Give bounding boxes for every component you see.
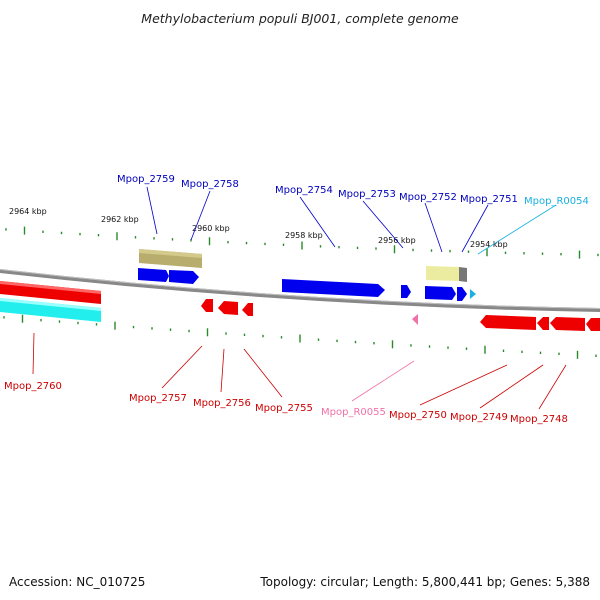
cds-mpop-2749: [537, 317, 549, 330]
cds-mpop-2753: [401, 285, 411, 298]
scale-label-2960: 2960 kbp: [192, 224, 230, 233]
trna-mpop-r0055: [412, 314, 418, 325]
label-mpop-2756[interactable]: Mpop_2756: [193, 398, 251, 409]
gene-labels-forward: Mpop_2759 Mpop_2758 Mpop_2754 Mpop_2753 …: [117, 174, 589, 207]
misc-feature-2759: [139, 249, 202, 268]
genome-title: Methylobacterium populi BJ001, complete …: [141, 11, 459, 26]
label-mpop-2748[interactable]: Mpop_2748: [510, 414, 568, 425]
cds-mpop-2759: [138, 268, 169, 282]
cds-mpop-2751: [457, 287, 467, 301]
scale-label-2958: 2958 kbp: [285, 231, 323, 240]
label-mpop-2749[interactable]: Mpop_2749: [450, 412, 508, 423]
label-mpop-2752[interactable]: Mpop_2752: [399, 192, 457, 203]
label-mpop-2760[interactable]: Mpop_2760: [4, 381, 62, 392]
label-mpop-2751[interactable]: Mpop_2751: [460, 194, 518, 205]
genome-backbone: [0, 269, 600, 312]
cds-mpop-2747: [586, 318, 600, 331]
cds-mpop-2760: [0, 281, 101, 304]
leader-lines: [32, 186, 567, 410]
cds-mpop-2750: [480, 315, 536, 330]
accession-text: Accession: NC_010725: [9, 575, 145, 589]
scale-ticks: [3, 226, 599, 359]
label-mpop-2758[interactable]: Mpop_2758: [181, 179, 239, 190]
cds-mpop-2754: [282, 279, 385, 297]
cds-mpop-2756: [218, 301, 238, 315]
cds-mpop-2757: [201, 299, 213, 312]
reverse-cds-features: [0, 281, 600, 331]
scale-labels: 2964 kbp 2962 kbp 2960 kbp 2958 kbp 2956…: [9, 207, 508, 249]
label-mpop-r0055[interactable]: Mpop_R0055: [321, 407, 386, 418]
misc-feature-2752: [426, 266, 467, 282]
scale-label-2962: 2962 kbp: [101, 215, 139, 224]
label-mpop-2750[interactable]: Mpop_2750: [389, 410, 447, 421]
scale-label-2954: 2954 kbp: [470, 240, 508, 249]
cds-mpop-2752: [425, 286, 456, 300]
rrna-cyan-2760: [0, 298, 101, 322]
summary-text: Topology: circular; Length: 5,800,441 bp…: [259, 575, 590, 589]
label-mpop-2753[interactable]: Mpop_2753: [338, 189, 396, 200]
forward-cds-features: [138, 268, 476, 301]
gene-labels-reverse: Mpop_2760 Mpop_2757 Mpop_2756 Mpop_2755 …: [4, 381, 568, 425]
label-mpop-2759[interactable]: Mpop_2759: [117, 174, 175, 185]
scale-label-2964: 2964 kbp: [9, 207, 47, 216]
cds-mpop-2748: [550, 317, 585, 331]
label-mpop-r0054[interactable]: Mpop_R0054: [524, 196, 589, 207]
cds-mpop-2755: [242, 303, 253, 316]
label-mpop-2757[interactable]: Mpop_2757: [129, 393, 187, 404]
label-mpop-2755[interactable]: Mpop_2755: [255, 403, 313, 414]
label-mpop-2754[interactable]: Mpop_2754: [275, 185, 333, 196]
trna-mpop-r0054: [470, 289, 476, 299]
cds-mpop-2758: [169, 270, 199, 284]
